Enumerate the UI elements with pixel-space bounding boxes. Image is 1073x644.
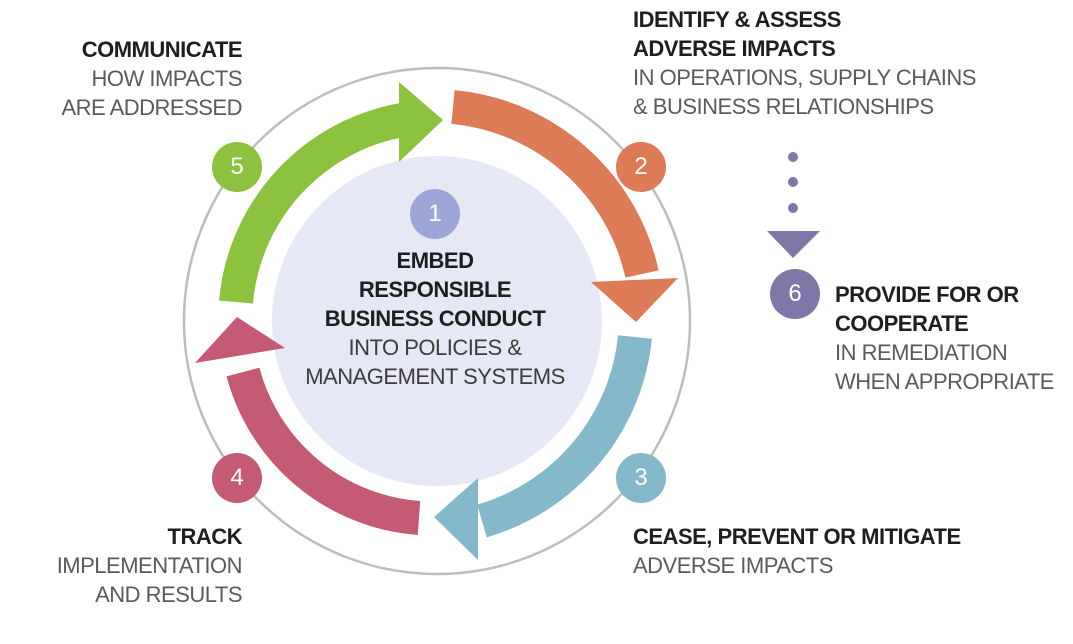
arrow-step-4 xyxy=(195,317,421,535)
center-circle xyxy=(272,156,602,486)
center-step-text: EMBED RESPONSIBLE BUSINESS CONDUCT INTO … xyxy=(280,246,590,391)
step-desc-line: ADVERSE IMPACTS xyxy=(633,553,833,578)
step-3-label: CEASE, PREVENT OR MITIGATE ADVERSE IMPAC… xyxy=(633,522,961,580)
step-title-line: TRACK xyxy=(167,524,243,549)
step-badge-6: 6 xyxy=(770,269,820,319)
step-badge-2: 2 xyxy=(616,142,666,192)
step-badge-4: 4 xyxy=(212,453,262,503)
step-desc-line: WHEN APPROPRIATE xyxy=(835,369,1054,394)
step-title-line: ADVERSE IMPACTS xyxy=(633,36,836,61)
connector-dot xyxy=(788,152,798,162)
center-desc-line: INTO POLICIES & xyxy=(348,335,522,360)
step-5-label: COMMUNICATE HOW IMPACTS ARE ADDRESSED xyxy=(20,35,242,122)
center-title-line: EMBED xyxy=(396,248,474,273)
step-desc-line: IMPLEMENTATION xyxy=(56,553,243,578)
step-2-label: IDENTIFY & ASSESS ADVERSE IMPACTS IN OPE… xyxy=(633,5,976,121)
connector-dot xyxy=(788,203,798,213)
step-desc-line: IN OPERATIONS, SUPPLY CHAINS xyxy=(633,65,976,90)
step-desc-line: & BUSINESS RELATIONSHIPS xyxy=(633,94,934,119)
connector-dot xyxy=(788,177,798,187)
connector-arrowhead xyxy=(767,231,820,258)
step-title-line: CEASE, PREVENT OR MITIGATE xyxy=(633,524,961,549)
step-title-line: IDENTIFY & ASSESS xyxy=(633,7,841,32)
center-title-line: BUSINESS CONDUCT xyxy=(324,306,546,331)
step-badge-5: 5 xyxy=(212,142,262,192)
step-badge-3: 3 xyxy=(616,453,666,503)
step-6-label: PROVIDE FOR OR COOPERATE IN REMEDIATION … xyxy=(835,280,1054,396)
arrow-step-5 xyxy=(219,82,443,304)
arrow-step-2 xyxy=(451,90,678,322)
step-desc-line: ARE ADDRESSED xyxy=(61,95,242,120)
center-title-line: RESPONSIBLE xyxy=(358,277,512,302)
arrow-step-3 xyxy=(434,335,652,560)
step-desc-line: IN REMEDIATION xyxy=(835,340,1008,365)
step-4-label: TRACK IMPLEMENTATION AND RESULTS xyxy=(20,522,243,609)
step-desc-line: HOW IMPACTS xyxy=(91,66,242,91)
step-desc-line: AND RESULTS xyxy=(95,582,242,607)
step-title-line: COOPERATE xyxy=(835,311,969,336)
step-badge-1: 1 xyxy=(410,189,460,239)
step-title-line: PROVIDE FOR OR xyxy=(835,282,1019,307)
center-desc-line: MANAGEMENT SYSTEMS xyxy=(305,364,565,389)
step-title-line: COMMUNICATE xyxy=(81,37,243,62)
outer-ring xyxy=(182,66,692,576)
